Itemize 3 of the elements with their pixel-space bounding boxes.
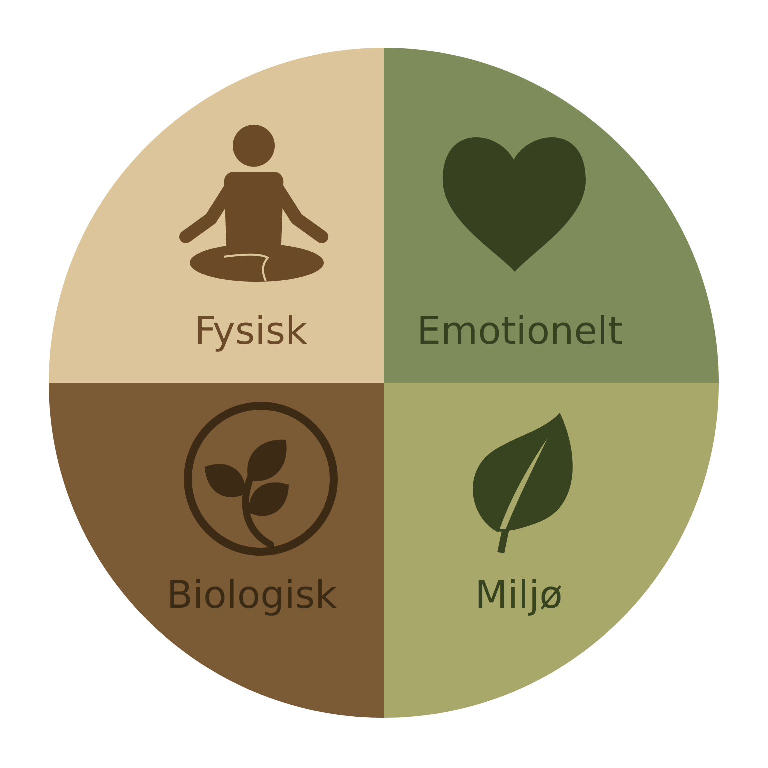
- quadrant: Fysisk: [49, 48, 384, 383]
- quadrant: Miljø: [384, 383, 719, 718]
- quadrant: Biologisk: [49, 383, 384, 718]
